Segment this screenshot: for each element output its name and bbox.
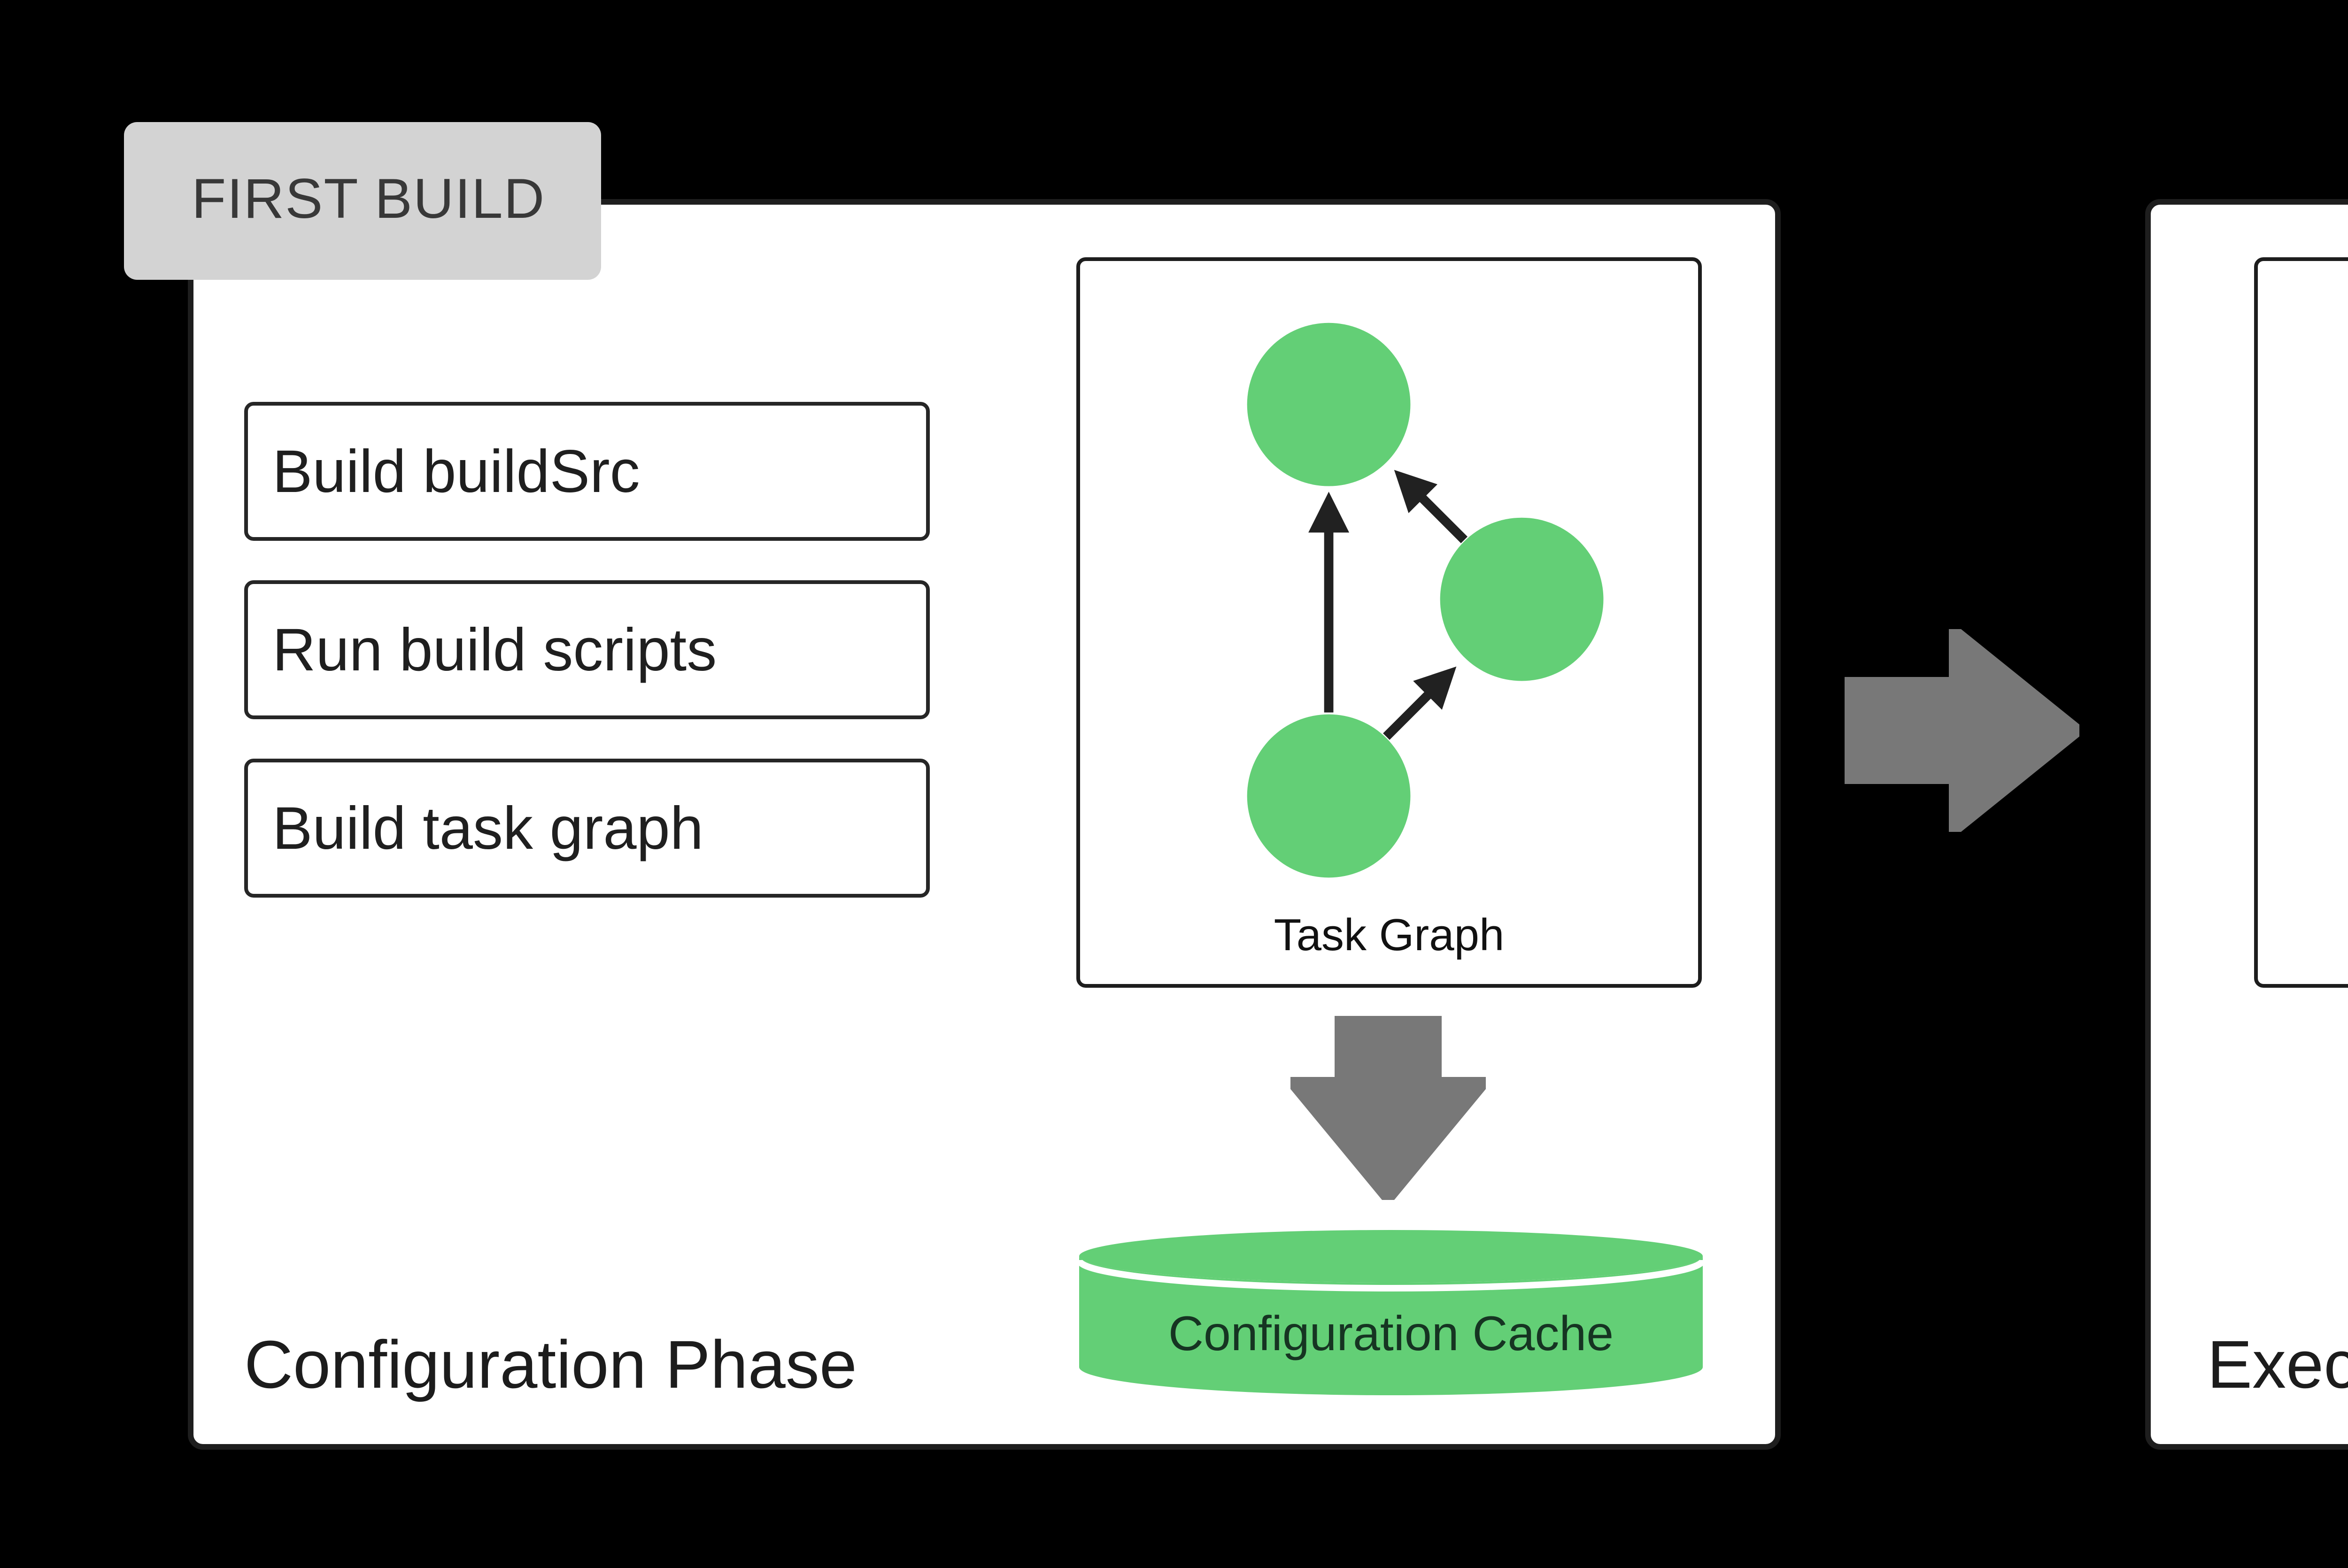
task-node-circles xyxy=(1247,323,1604,878)
execution-phase-title: Execution Phase xyxy=(2207,1326,2348,1403)
task-graph-box-configuration: Task Graph xyxy=(1076,257,1702,988)
task-node-right xyxy=(1440,517,1604,681)
task-graph-label: Task Graph xyxy=(1274,911,1505,961)
step-label: Run build scripts xyxy=(272,615,717,683)
execution-phase-panel: Task Graph Execution Phase xyxy=(2145,199,2348,1450)
configuration-phase-title: Configuration Phase xyxy=(244,1326,857,1403)
dependency-arrows xyxy=(1308,469,1468,740)
right-arrow-icon xyxy=(1845,629,2079,832)
cylinder-top xyxy=(1079,1230,1703,1283)
step-build-task-graph: Build task graph xyxy=(244,759,930,898)
down-arrow-icon xyxy=(1290,1016,1486,1200)
configuration-cache-label: Configuration Cache xyxy=(1168,1307,1614,1361)
step-run-build-scripts: Run build scripts xyxy=(244,580,930,719)
first-build-badge: FIRST BUILD xyxy=(124,122,601,280)
dependency-arrow-icon xyxy=(1394,469,1468,544)
cylinder-rim-line xyxy=(1076,1259,1706,1291)
configuration-phase-panel: Build buildSrc Run build scripts Build t… xyxy=(188,199,1781,1450)
dependency-arrow-icon xyxy=(1383,666,1457,740)
task-graph-box-execution: Task Graph xyxy=(2254,257,2348,988)
task-graph-diagram-yellow xyxy=(2258,261,2348,984)
configuration-cache-cylinder: Configuration Cache xyxy=(1076,1230,1706,1395)
task-graph-diagram-green xyxy=(1247,323,1604,878)
step-build-buildsrc: Build buildSrc xyxy=(244,402,930,541)
step-label: Build buildSrc xyxy=(272,437,640,504)
cylinder-body xyxy=(1079,1256,1703,1395)
task-node-top xyxy=(1247,323,1411,486)
step-label: Build task graph xyxy=(272,793,703,861)
first-build-badge-label: FIRST BUILD xyxy=(192,169,546,231)
task-node-bottom xyxy=(1247,714,1411,878)
task-graph-label: Task Graph xyxy=(2258,911,2348,963)
